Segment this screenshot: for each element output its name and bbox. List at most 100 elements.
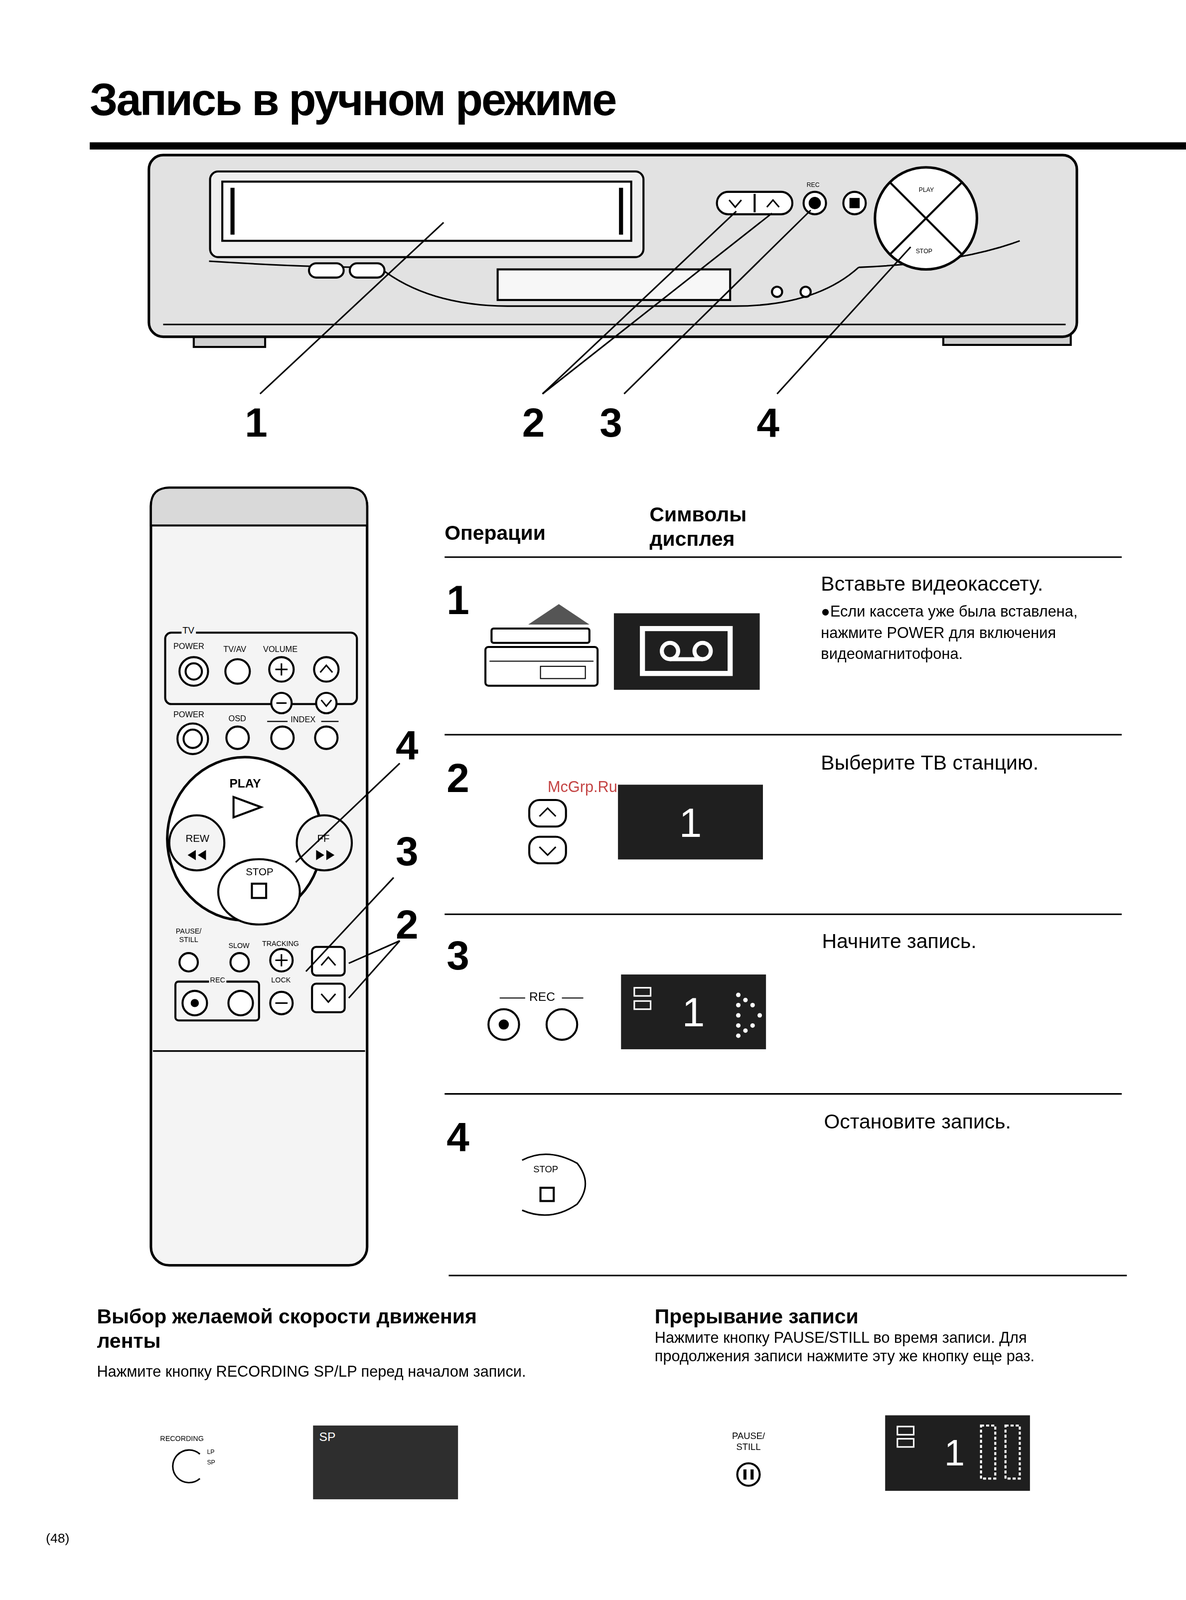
cassette-insert bbox=[485, 603, 598, 686]
pause-button bbox=[737, 1463, 760, 1486]
vcr-front bbox=[379, 267, 859, 306]
callout-number: 4 bbox=[756, 397, 780, 447]
remote-control bbox=[152, 1049, 366, 1052]
display-text: 1 bbox=[682, 989, 706, 1035]
remote-control bbox=[315, 849, 335, 860]
remote-control bbox=[179, 952, 198, 972]
panel-label: PLAY bbox=[918, 186, 935, 195]
table-rule bbox=[444, 913, 1122, 915]
remote-control bbox=[175, 981, 260, 1021]
display-panel: 1 bbox=[617, 784, 763, 859]
vcr-front bbox=[809, 197, 820, 208]
rec-button bbox=[562, 997, 584, 999]
vcr-front bbox=[766, 199, 780, 207]
display-cassette bbox=[642, 628, 731, 674]
rec-button bbox=[499, 1020, 508, 1029]
button-label: SP bbox=[206, 1458, 215, 1467]
remote-control bbox=[276, 702, 287, 704]
remote-control bbox=[269, 656, 294, 682]
cassette-insert bbox=[485, 646, 598, 686]
cassette-insert bbox=[540, 666, 586, 679]
callout-number: 2 bbox=[395, 899, 419, 949]
display-text: SP bbox=[319, 1430, 336, 1444]
display-panel: 1 bbox=[620, 974, 766, 1049]
vcr-front bbox=[771, 286, 782, 297]
remote-control bbox=[150, 487, 368, 526]
channel-button bbox=[529, 799, 567, 864]
table-rule bbox=[444, 557, 1127, 1276]
panel-label: STOP bbox=[915, 247, 933, 256]
remote-control bbox=[321, 699, 332, 706]
button-label: LP bbox=[206, 1448, 215, 1457]
channel-button bbox=[529, 836, 567, 864]
vcr-front bbox=[222, 181, 632, 241]
channel-button bbox=[529, 799, 567, 827]
button-label: STOP bbox=[245, 866, 274, 879]
remote-control bbox=[191, 999, 198, 1006]
vcr-front bbox=[849, 197, 860, 208]
pause-button bbox=[737, 1463, 760, 1486]
remote-control bbox=[179, 656, 208, 686]
rec-button bbox=[499, 997, 526, 999]
button-label: FF bbox=[316, 832, 330, 846]
vcr-front bbox=[843, 191, 866, 215]
step-text: Начните запись. bbox=[821, 928, 977, 953]
table-rule bbox=[448, 1274, 1127, 1276]
vcr-front bbox=[803, 191, 827, 215]
remote-control bbox=[311, 983, 345, 1013]
remote-control bbox=[296, 815, 353, 871]
watermark: McGrp.Ru bbox=[547, 777, 618, 796]
remote-control bbox=[311, 946, 345, 976]
display-cassette bbox=[661, 642, 679, 660]
remote-control bbox=[228, 990, 253, 1016]
pause-button bbox=[750, 1469, 754, 1480]
button-label: OSD bbox=[228, 714, 246, 725]
button-label: TRACKING bbox=[262, 939, 299, 948]
cassette-insert bbox=[491, 628, 590, 643]
step-number: 1 bbox=[446, 575, 470, 625]
step-number: 3 bbox=[446, 930, 470, 980]
callout-number: 3 bbox=[599, 397, 623, 447]
leader-line bbox=[542, 213, 772, 394]
rec-button bbox=[488, 1009, 519, 1040]
remote-control bbox=[183, 729, 202, 748]
display-panel: SP bbox=[312, 1425, 458, 1499]
cassette-insert bbox=[528, 603, 590, 625]
button-label: RECORDING bbox=[159, 1434, 204, 1443]
remote-control bbox=[275, 953, 289, 967]
remote-control bbox=[275, 1002, 289, 1004]
leader-line bbox=[348, 940, 400, 964]
remote-control bbox=[270, 948, 293, 972]
remote-control bbox=[267, 720, 288, 722]
display-text: 1 bbox=[679, 799, 703, 845]
table-rule bbox=[444, 1092, 1122, 1095]
remote-control bbox=[315, 692, 337, 714]
table-rule bbox=[444, 733, 1122, 736]
button-label: SLOW bbox=[228, 941, 250, 951]
button-label: REW bbox=[185, 832, 210, 846]
leader-line bbox=[295, 762, 400, 998]
remote-control bbox=[177, 723, 208, 754]
display-cassette bbox=[613, 612, 760, 690]
display-cassette bbox=[613, 612, 760, 690]
vcr-front bbox=[618, 187, 623, 235]
display-panel: 1 bbox=[885, 1414, 1031, 1490]
button-label: POWER bbox=[173, 641, 205, 652]
step-number: 4 bbox=[446, 1111, 470, 1161]
vcr-front bbox=[349, 263, 385, 278]
button-label: POWER bbox=[173, 710, 205, 721]
cassette-insert bbox=[489, 660, 594, 662]
vcr-front bbox=[230, 187, 235, 235]
remote-control bbox=[226, 726, 249, 749]
column-header: Символы дисплея bbox=[649, 501, 803, 551]
button-label: VOLUME bbox=[263, 644, 298, 655]
remote-control bbox=[321, 993, 336, 1002]
remote-control bbox=[169, 815, 225, 871]
channel-button bbox=[539, 846, 557, 855]
pause-button bbox=[743, 1469, 747, 1480]
step-text: Вставьте видеокассету. bbox=[820, 571, 1043, 596]
step-text: Выберите ТВ станцию. bbox=[820, 749, 1039, 775]
stop-button bbox=[522, 1154, 586, 1215]
table-rule bbox=[444, 556, 1122, 558]
